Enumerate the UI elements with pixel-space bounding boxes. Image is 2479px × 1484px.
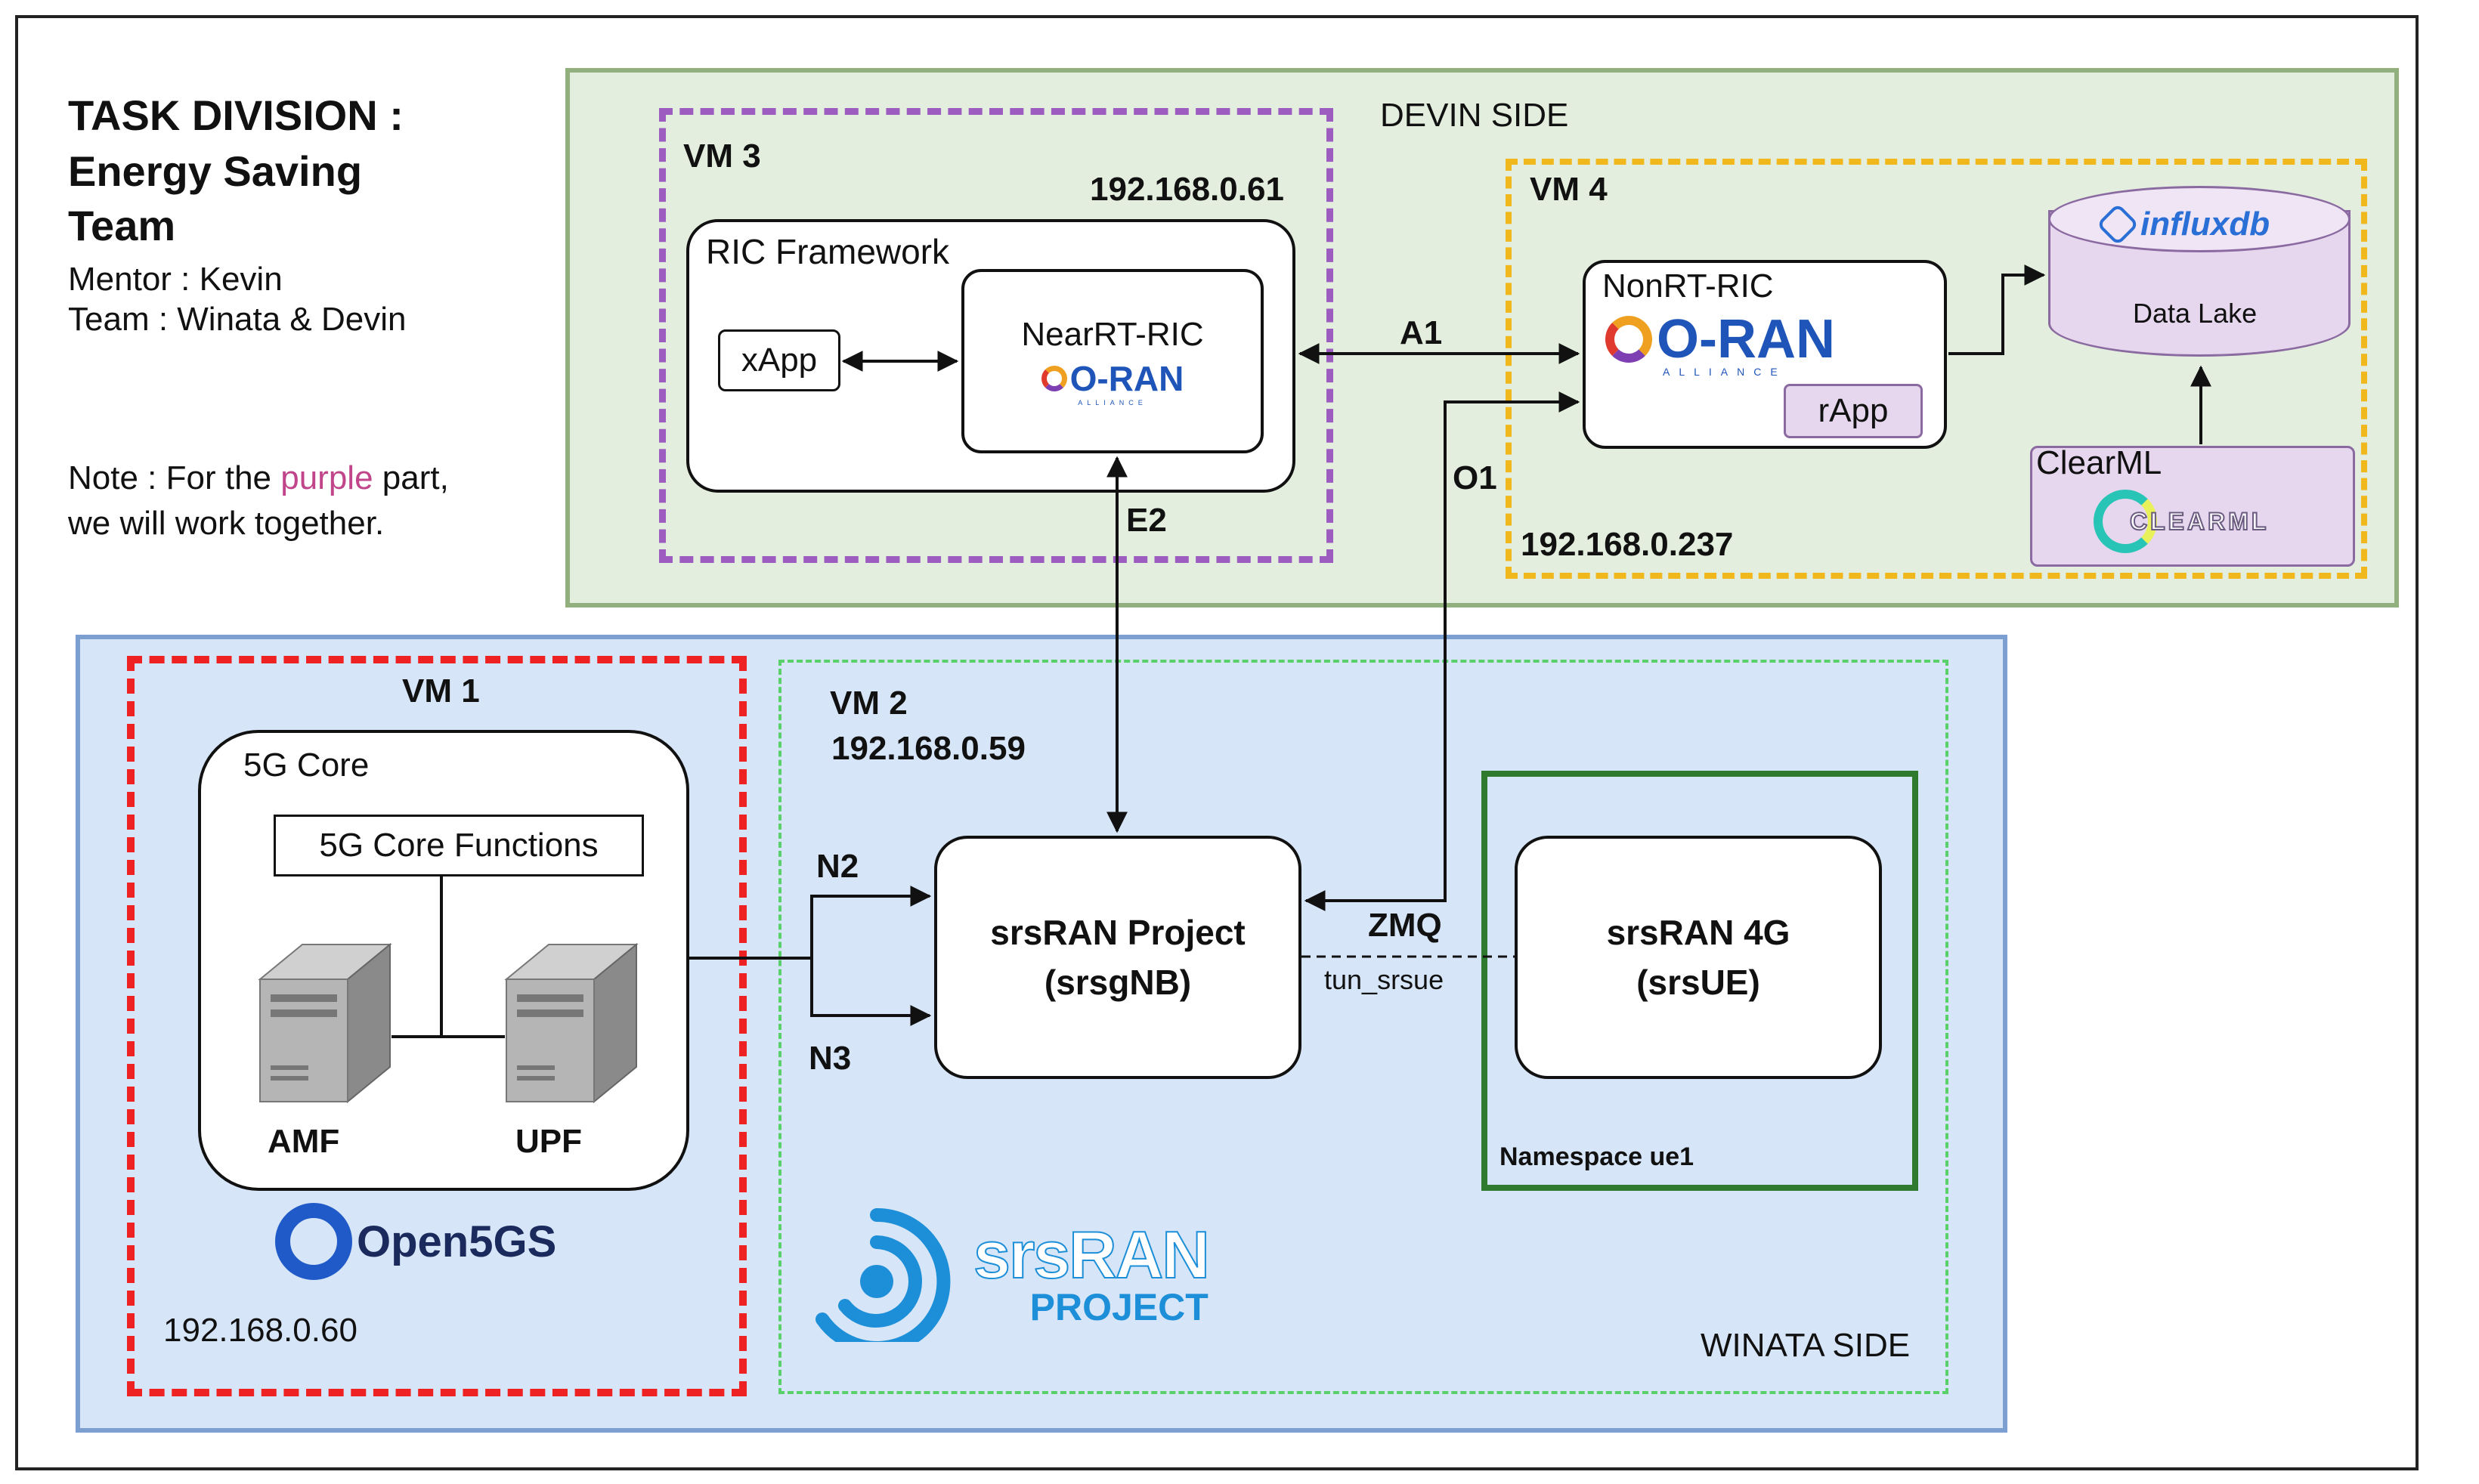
open5gs-logo-text: Open5GS bbox=[357, 1217, 557, 1266]
oran-ring-icon bbox=[1041, 366, 1067, 391]
srsran-project-text: PROJECT bbox=[1029, 1286, 1209, 1328]
n2-link bbox=[810, 886, 932, 958]
vm1-ip: 192.168.0.60 bbox=[163, 1312, 357, 1349]
zmq-label: ZMQ bbox=[1368, 907, 1442, 944]
srsran-logo: srsRAN PROJECT bbox=[809, 1206, 1211, 1342]
srsgnb-label-line2: (srsgNB) bbox=[1044, 963, 1192, 1002]
srsgnb-label-line1: srsRAN Project bbox=[990, 913, 1246, 952]
data-lake-label: Data Lake bbox=[2133, 298, 2258, 329]
oran-large-text: O-RAN bbox=[1657, 309, 1835, 369]
core-functions-box[interactable]: 5G Core Functions bbox=[274, 815, 644, 876]
task-title-line2: Energy Saving bbox=[68, 147, 363, 195]
xapp-box[interactable]: xApp bbox=[718, 329, 840, 391]
5g-core-label: 5G Core bbox=[243, 747, 370, 784]
winata-side-label: WINATA SIDE bbox=[1701, 1327, 1911, 1364]
core-functions-label: 5G Core Functions bbox=[319, 827, 599, 864]
clearml-logo: CLEARML bbox=[2094, 490, 2269, 553]
vm1-boundary bbox=[127, 656, 747, 1396]
amf-label: AMF bbox=[268, 1123, 340, 1160]
nonrt-ric-label: NonRT-RIC bbox=[1602, 267, 1774, 305]
srsue-label-line2: (srsUE) bbox=[1636, 963, 1760, 1002]
srsran-signal-icon bbox=[816, 1207, 951, 1342]
clearml-label: ClearML bbox=[2036, 444, 2162, 481]
srsue-label-line1: srsRAN 4G bbox=[1606, 913, 1790, 952]
tun-srsue-label: tun_srsue bbox=[1324, 964, 1444, 995]
vm4-boundary bbox=[1506, 159, 2367, 579]
rapp-label: rApp bbox=[1818, 392, 1889, 429]
influxdb-logo: influxdb bbox=[2096, 203, 2270, 246]
ric-framework-label: RIC Framework bbox=[706, 232, 950, 271]
vm2-ip: 192.168.0.59 bbox=[831, 730, 1026, 767]
note-line1: Note : For the purple part, bbox=[68, 459, 449, 497]
oran-logo-large: O-RAN bbox=[1605, 308, 1835, 370]
note-line2: we will work together. bbox=[68, 505, 385, 542]
clearml-logo-text: CLEARML bbox=[2129, 507, 2270, 536]
n3-label: N3 bbox=[809, 1040, 852, 1077]
upf-label: UPF bbox=[515, 1123, 582, 1160]
n2-label: N2 bbox=[816, 848, 859, 885]
a1-label: A1 bbox=[1400, 314, 1443, 351]
vm3-ip: 192.168.0.61 bbox=[1090, 171, 1284, 208]
rapp-box[interactable]: rApp bbox=[1784, 384, 1923, 438]
o1-link bbox=[1304, 391, 1580, 911]
oran-alliance-text: ALLIANCE bbox=[1078, 399, 1147, 407]
srsgnb-box[interactable]: srsRAN Project (srsgNB) bbox=[934, 836, 1301, 1079]
srsran-logo-text: srsRAN bbox=[973, 1217, 1211, 1292]
namespace-ue1-box bbox=[1481, 771, 1918, 1191]
note-suffix: part, bbox=[373, 459, 449, 496]
e2-label: E2 bbox=[1126, 502, 1167, 539]
nearrt-ric-label: NearRT-RIC bbox=[1021, 316, 1204, 353]
nonrt-datalake-link bbox=[1948, 264, 2046, 355]
oran-logo-text: O-RAN bbox=[1069, 359, 1184, 398]
vm3-boundary bbox=[659, 108, 1333, 563]
oran-logo-small: O-RAN bbox=[1041, 358, 1184, 399]
oran-alliance-text-large: ALLIANCE bbox=[1663, 366, 1787, 378]
note-prefix: Note : For the bbox=[68, 459, 281, 496]
note-purple-highlight: purple bbox=[280, 459, 373, 496]
n3-link bbox=[810, 958, 932, 1026]
nearrt-ric-box[interactable]: NearRT-RIC O-RAN ALLIANCE bbox=[961, 269, 1264, 453]
task-title-line1: TASK DIVISION : bbox=[68, 91, 404, 139]
vm4-label: VM 4 bbox=[1530, 171, 1608, 208]
open5gs-logo: Open5GS bbox=[275, 1203, 556, 1280]
vm2-label: VM 2 bbox=[830, 685, 908, 722]
namespace-label: Namespace ue1 bbox=[1499, 1142, 1694, 1171]
amf-server-icon bbox=[258, 942, 392, 1104]
vm1-label: VM 1 bbox=[402, 672, 480, 710]
clearml-box[interactable] bbox=[2030, 446, 2355, 567]
o1-label: O1 bbox=[1453, 459, 1497, 496]
xapp-label: xApp bbox=[741, 342, 818, 379]
data-lake-cylinder-top bbox=[2048, 186, 2351, 252]
upf-server-icon bbox=[504, 942, 639, 1104]
task-title-line3: Team bbox=[68, 202, 176, 249]
mentor-text: Mentor : Kevin bbox=[68, 261, 283, 298]
team-text: Team : Winata & Devin bbox=[68, 301, 407, 338]
outer-frame bbox=[15, 15, 2419, 1470]
devin-side-label: DEVIN SIDE bbox=[1380, 97, 1569, 134]
influxdb-text: influxdb bbox=[2140, 206, 2270, 243]
vm3-label: VM 3 bbox=[683, 138, 761, 175]
